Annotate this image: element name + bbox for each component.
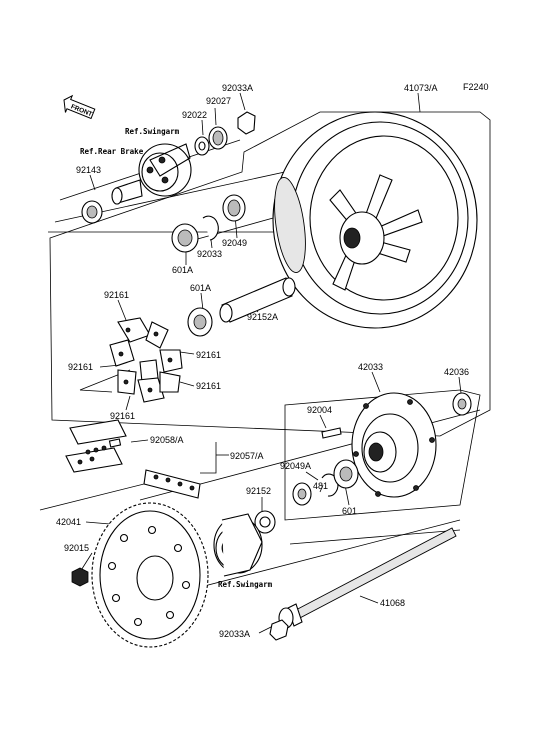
label-92057A: 92057/A	[230, 451, 264, 461]
ref-swingarm-bottom: Ref.Swingarm	[218, 580, 273, 589]
label-92033: 92033	[197, 249, 222, 259]
lower-coupling	[213, 513, 263, 577]
label-42041: 42041	[56, 517, 81, 527]
label-92161-a: 92161	[104, 290, 129, 300]
label-92143: 92143	[76, 165, 101, 175]
label-92027: 92027	[206, 96, 231, 106]
label-42033: 42033	[358, 362, 383, 372]
label-92022: 92022	[182, 110, 207, 120]
label-41068: 41068	[380, 598, 405, 608]
rear-axle	[269, 527, 457, 641]
label-92004: 92004	[307, 405, 332, 415]
ref-swingarm-top: Ref.Swingarm	[125, 127, 180, 136]
label-92161-e: 92161	[110, 411, 135, 421]
label-601A-1: 601A	[172, 265, 193, 275]
rear-wheel	[272, 111, 478, 329]
front-arrow-icon: FRONT	[63, 94, 96, 120]
upper-hub-parts	[81, 111, 296, 337]
label-92033A-bottom: 92033A	[219, 629, 250, 639]
label-92033A-top: 92033A	[222, 83, 253, 93]
label-92049: 92049	[222, 238, 247, 248]
label-92161-d: 92161	[196, 381, 221, 391]
label-92058A: 92058/A	[150, 435, 184, 445]
label-92152: 92152	[246, 486, 271, 496]
rubber-dampers	[109, 317, 183, 403]
label-41073A: 41073/A	[404, 83, 438, 93]
label-601: 601	[342, 506, 357, 516]
label-92161-b: 92161	[68, 362, 93, 372]
group-outlines	[39, 111, 491, 521]
label-92015: 92015	[64, 543, 89, 553]
label-92161-c: 92161	[196, 350, 221, 360]
drive-chain	[65, 419, 201, 499]
label-481: 481	[313, 481, 328, 491]
ref-rear-brake: Ref.Rear Brake	[80, 147, 144, 156]
figure-code: F2240	[463, 82, 489, 92]
label-601A-2: 601A	[190, 283, 211, 293]
label-92049A: 92049A	[280, 461, 311, 471]
label-92152A: 92152A	[247, 312, 278, 322]
label-42036: 42036	[444, 367, 469, 377]
sprocket-hub	[254, 392, 472, 534]
rear-sprocket	[71, 502, 209, 648]
